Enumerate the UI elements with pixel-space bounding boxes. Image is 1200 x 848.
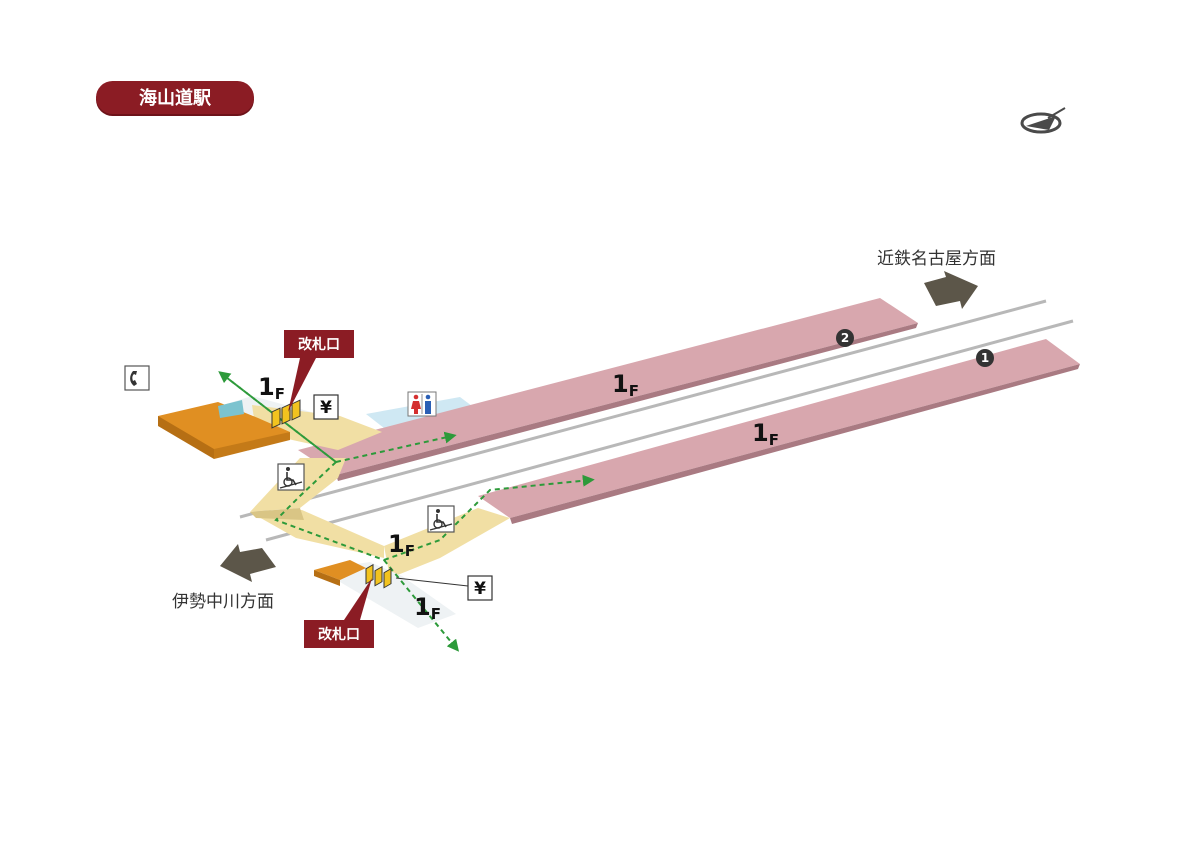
telephone-icon <box>124 365 150 391</box>
svg-text:改札口: 改札口 <box>298 336 340 353</box>
floor-label-north-platform: 1F <box>612 370 639 400</box>
platform-number-1: 1 <box>976 349 994 367</box>
platform-number-2: 2 <box>836 329 854 347</box>
gate-label-south: 改札口 <box>304 578 374 648</box>
direction-nagoya: 近鉄名古屋方面 <box>877 249 996 269</box>
svg-text:1F: 1F <box>414 593 441 623</box>
south-station-office <box>314 560 366 586</box>
svg-text:1F: 1F <box>752 419 779 449</box>
north-arrow-icon <box>1020 107 1066 134</box>
station-title-badge: 海山道駅 <box>96 81 254 116</box>
ticket-machine-icon-north: ¥ <box>313 394 339 420</box>
south-ticket-hall <box>316 562 456 628</box>
arrow-nagoya-icon <box>924 271 978 309</box>
svg-text:2: 2 <box>841 331 849 345</box>
ticket-gate-north-icon <box>271 399 301 429</box>
ticket-machine-icon-south: ¥ <box>395 575 493 601</box>
ticket-gate-south-icon <box>365 563 392 589</box>
svg-text:1F: 1F <box>612 370 639 400</box>
svg-text:1F: 1F <box>388 530 415 560</box>
floor-label-concourse: 1F <box>388 530 415 560</box>
svg-text:1: 1 <box>981 351 989 365</box>
arrow-ise-icon <box>220 544 276 582</box>
wheelchair-icon-east <box>427 505 455 533</box>
station-name: 海山道駅 <box>139 87 212 109</box>
platform-2 <box>298 298 918 481</box>
svg-text:¥: ¥ <box>474 579 486 599</box>
north-station-office <box>158 400 290 459</box>
floor-label-north-ticket: 1F <box>258 373 285 403</box>
direction-ise: 伊勢中川方面 <box>172 592 274 612</box>
track-line-lower <box>265 319 1074 542</box>
gate-label-north: 改札口 <box>284 330 354 412</box>
wheelchair-icon-west <box>277 463 305 491</box>
svg-text:改札口: 改札口 <box>318 626 360 643</box>
svg-text:¥: ¥ <box>320 398 332 418</box>
platform-1 <box>478 339 1080 524</box>
floor-label-south-platform: 1F <box>752 419 779 449</box>
toilet-icon <box>407 391 437 417</box>
floor-label-south-ticket: 1F <box>414 593 441 623</box>
track-line-upper <box>239 299 1047 519</box>
svg-text:1F: 1F <box>258 373 285 403</box>
